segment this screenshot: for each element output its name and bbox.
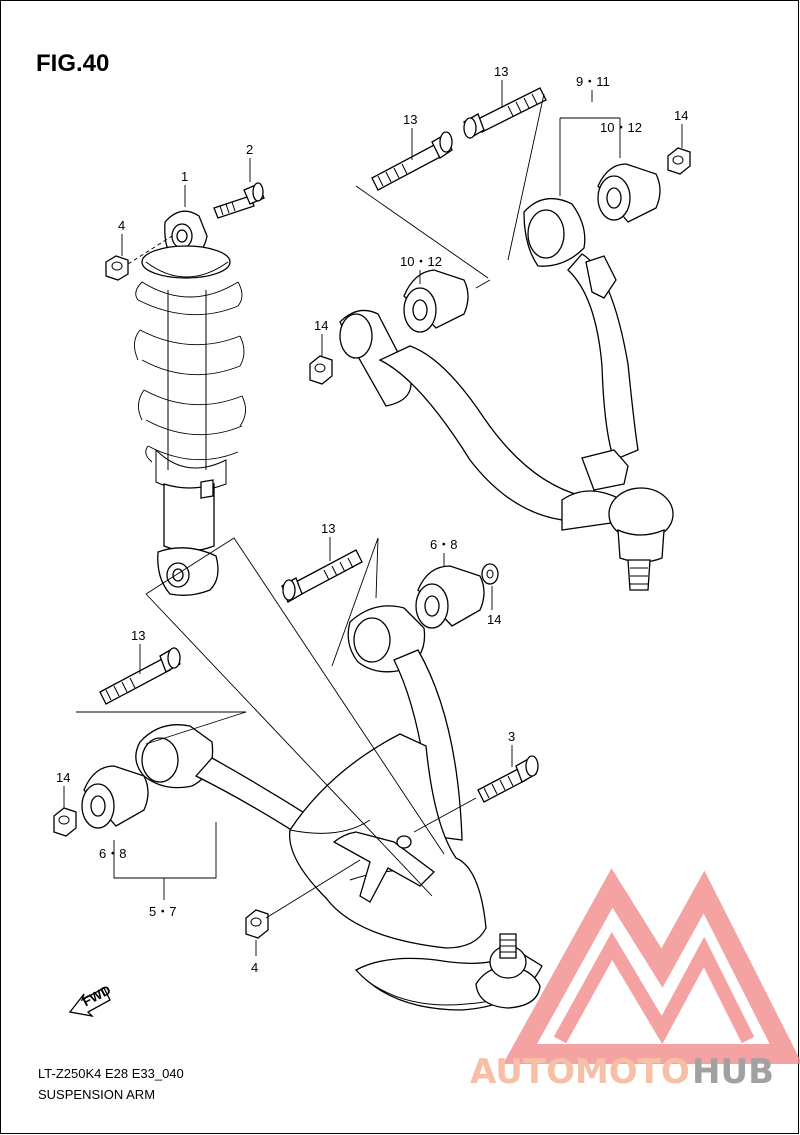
automotohub-logo-icon — [503, 868, 800, 1064]
nut-4-upper — [105, 255, 129, 281]
bolt-3 — [477, 755, 539, 803]
label-9-11: 9・11 — [576, 74, 610, 89]
label-13-lower-front: 13 — [131, 628, 145, 643]
label-14-lower-front: 14 — [56, 770, 70, 785]
shock-absorber — [134, 210, 246, 596]
label-4-upper: 4 — [118, 218, 125, 233]
label-14-upper-front: 14 — [314, 318, 328, 333]
label-13-top-right: 13 — [494, 64, 508, 79]
bolt-13-lower-front — [99, 647, 181, 705]
bolt-13-upper-left — [371, 131, 453, 191]
label-10-12-front: 10・12 — [400, 254, 442, 269]
label-6-8-rear: 6・8 — [430, 537, 457, 552]
label-5-7: 5・7 — [149, 904, 176, 919]
nut-14-upper-arm-front — [309, 355, 333, 385]
figure-title: FIG.40 — [36, 50, 110, 77]
bushing-10-12-rear — [597, 163, 661, 223]
fwd-arrow-icon: FWD — [68, 982, 113, 1018]
label-13-shock: 13 — [321, 521, 335, 536]
label-4-lower: 4 — [251, 960, 258, 975]
bushing-10-12-front — [403, 269, 469, 333]
nut-14-upper-arm-rear — [667, 147, 691, 175]
label-14-lower-rear: 14 — [487, 612, 501, 627]
part-labels: 1 2 4 13 13 9・11 10・12 14 10・12 14 13 6・… — [56, 64, 688, 975]
washer-14-lower-arm-rear — [481, 563, 499, 585]
label-1: 1 — [181, 169, 188, 184]
label-3: 3 — [508, 729, 515, 744]
diagram-caption: SUSPENSION ARM — [38, 1087, 156, 1102]
label-13-top-left: 13 — [403, 112, 417, 127]
nut-4-lower — [245, 909, 269, 939]
nut-14-lower-arm-front — [53, 807, 77, 837]
bushing-6-8-rear — [415, 565, 485, 629]
bolt-2 — [213, 182, 265, 219]
label-2: 2 — [246, 142, 253, 157]
label-10-12-rear: 10・12 — [600, 120, 642, 135]
label-6-8-front: 6・8 — [99, 846, 126, 861]
upper-arm — [339, 197, 674, 591]
bolt-13-shock-lower — [281, 549, 363, 603]
drawing-code: LT-Z250K4 E28 E33_040 — [38, 1066, 184, 1081]
automotohub-watermark: AUTOMOTO HUB — [470, 868, 800, 1092]
watermark-brand-b: HUB — [692, 1052, 774, 1092]
bolt-13-upper-right — [463, 87, 547, 139]
lower-arm — [135, 605, 543, 1011]
watermark-brand-a: AUTOMOTO — [470, 1052, 690, 1092]
label-14-upper-rear: 14 — [674, 108, 688, 123]
bushing-6-8-front — [81, 765, 149, 829]
